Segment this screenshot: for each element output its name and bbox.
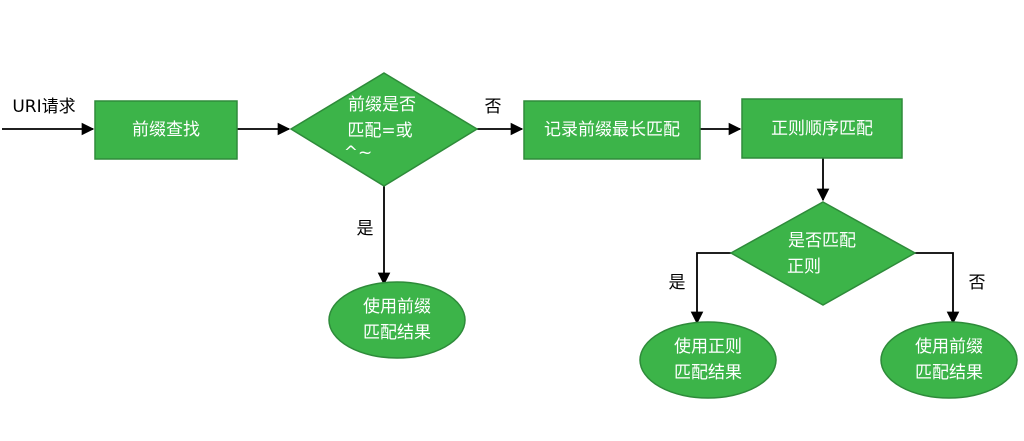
edge-regex-check-to-use-prefix-2: [915, 252, 960, 325]
node-use-regex-result-ellipse: [639, 321, 777, 399]
entry-label: URI请求: [12, 97, 75, 117]
node-regex-order: 正则顺序匹配: [741, 98, 903, 159]
node-prefix-check-line-3: ^~: [344, 143, 373, 163]
node-use-regex-result: 使用正则 匹配结果: [639, 321, 777, 399]
node-record-prefix-box: [523, 100, 701, 160]
node-regex-check: 是否匹配 正则: [729, 201, 917, 306]
node-prefix-check-line-2: 匹配=或: [347, 121, 412, 141]
edge-label-regex-no: 否: [969, 273, 986, 293]
node-use-prefix-result-2: 使用前缀 匹配结果: [880, 321, 1018, 399]
node-use-prefix-result-2-line-2: 匹配结果: [915, 363, 983, 383]
node-use-regex-result-line-1: 使用正则: [674, 336, 742, 357]
node-use-prefix-result-2-line-1: 使用前缀: [915, 336, 983, 357]
node-prefix-lookup: 前缀查找: [94, 100, 238, 160]
edge-label-prefix-no: 否: [485, 97, 502, 117]
node-record-prefix-line-1: 记录前缀最长匹配: [544, 120, 680, 140]
node-regex-order-box: [741, 98, 903, 159]
node-use-prefix-result-2-ellipse: [880, 321, 1018, 399]
edge-label-prefix-yes: 是: [357, 219, 374, 239]
node-use-regex-result-line-2: 匹配结果: [674, 363, 742, 383]
node-use-prefix-result-ellipse: [328, 281, 466, 359]
node-record-prefix: 记录前缀最长匹配: [523, 100, 701, 160]
node-use-prefix-result: 使用前缀 匹配结果: [328, 281, 466, 359]
node-regex-check-diamond: [729, 201, 917, 306]
node-prefix-check: 前缀是否 匹配=或 ^~: [289, 72, 479, 187]
node-regex-check-line-1: 是否匹配: [788, 231, 856, 251]
node-prefix-check-line-1: 前缀是否: [348, 95, 416, 115]
node-regex-check-line-2: 正则: [787, 257, 821, 277]
node-prefix-lookup-line-1: 前缀查找: [132, 120, 200, 140]
edge-label-regex-yes: 是: [669, 273, 686, 293]
node-prefix-lookup-box: [94, 100, 238, 160]
node-regex-order-line-1: 正则顺序匹配: [771, 119, 873, 139]
node-prefix-check-diamond: [289, 72, 479, 187]
node-use-prefix-result-line-2: 匹配结果: [363, 323, 431, 343]
node-use-prefix-result-line-1: 使用前缀: [363, 296, 431, 317]
edge-regex-check-to-use-regex: [690, 252, 731, 325]
